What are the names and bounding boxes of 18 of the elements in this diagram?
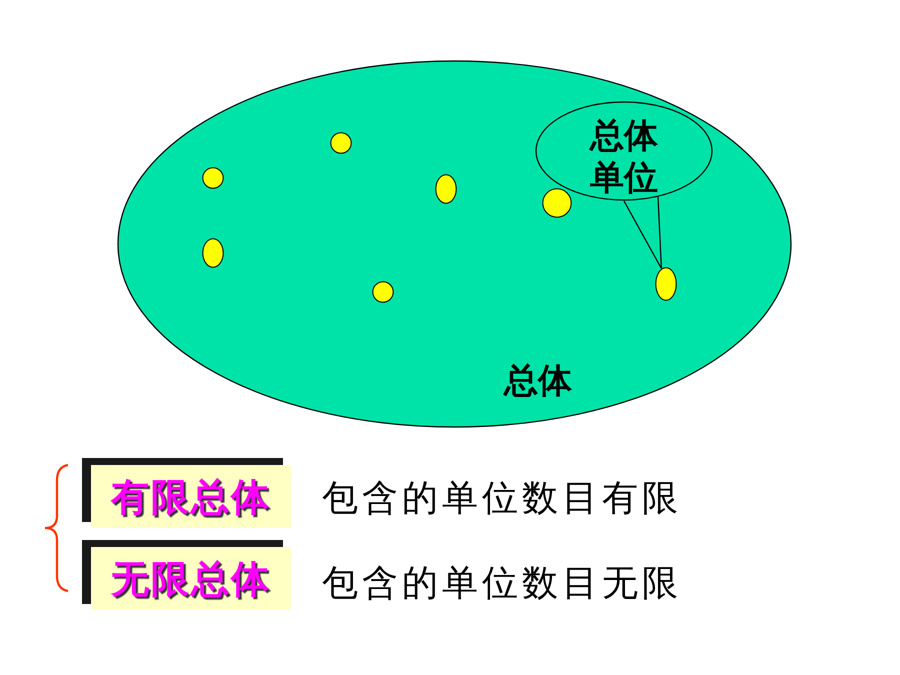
term-box <box>82 540 291 610</box>
dot-icon <box>202 238 224 268</box>
description-text: 包含的单位数目有限 <box>322 477 682 521</box>
term-label: 有限总体 <box>110 473 272 521</box>
dot-icon <box>202 167 224 189</box>
dot-icon <box>435 174 457 204</box>
dot-icon <box>655 267 677 301</box>
callout-pointer <box>623 196 662 270</box>
callout-bubble <box>535 101 713 201</box>
dot-icon <box>372 281 394 303</box>
dot-icon <box>330 132 352 154</box>
term-label: 无限总体 <box>110 555 272 603</box>
population-ellipse <box>117 60 792 428</box>
callout-label: 总体单位 <box>588 115 659 199</box>
term-box <box>82 458 291 528</box>
region-label: 总体 <box>502 360 573 402</box>
description-text: 包含的单位数目无限 <box>322 562 682 606</box>
dot-icon <box>542 188 572 218</box>
